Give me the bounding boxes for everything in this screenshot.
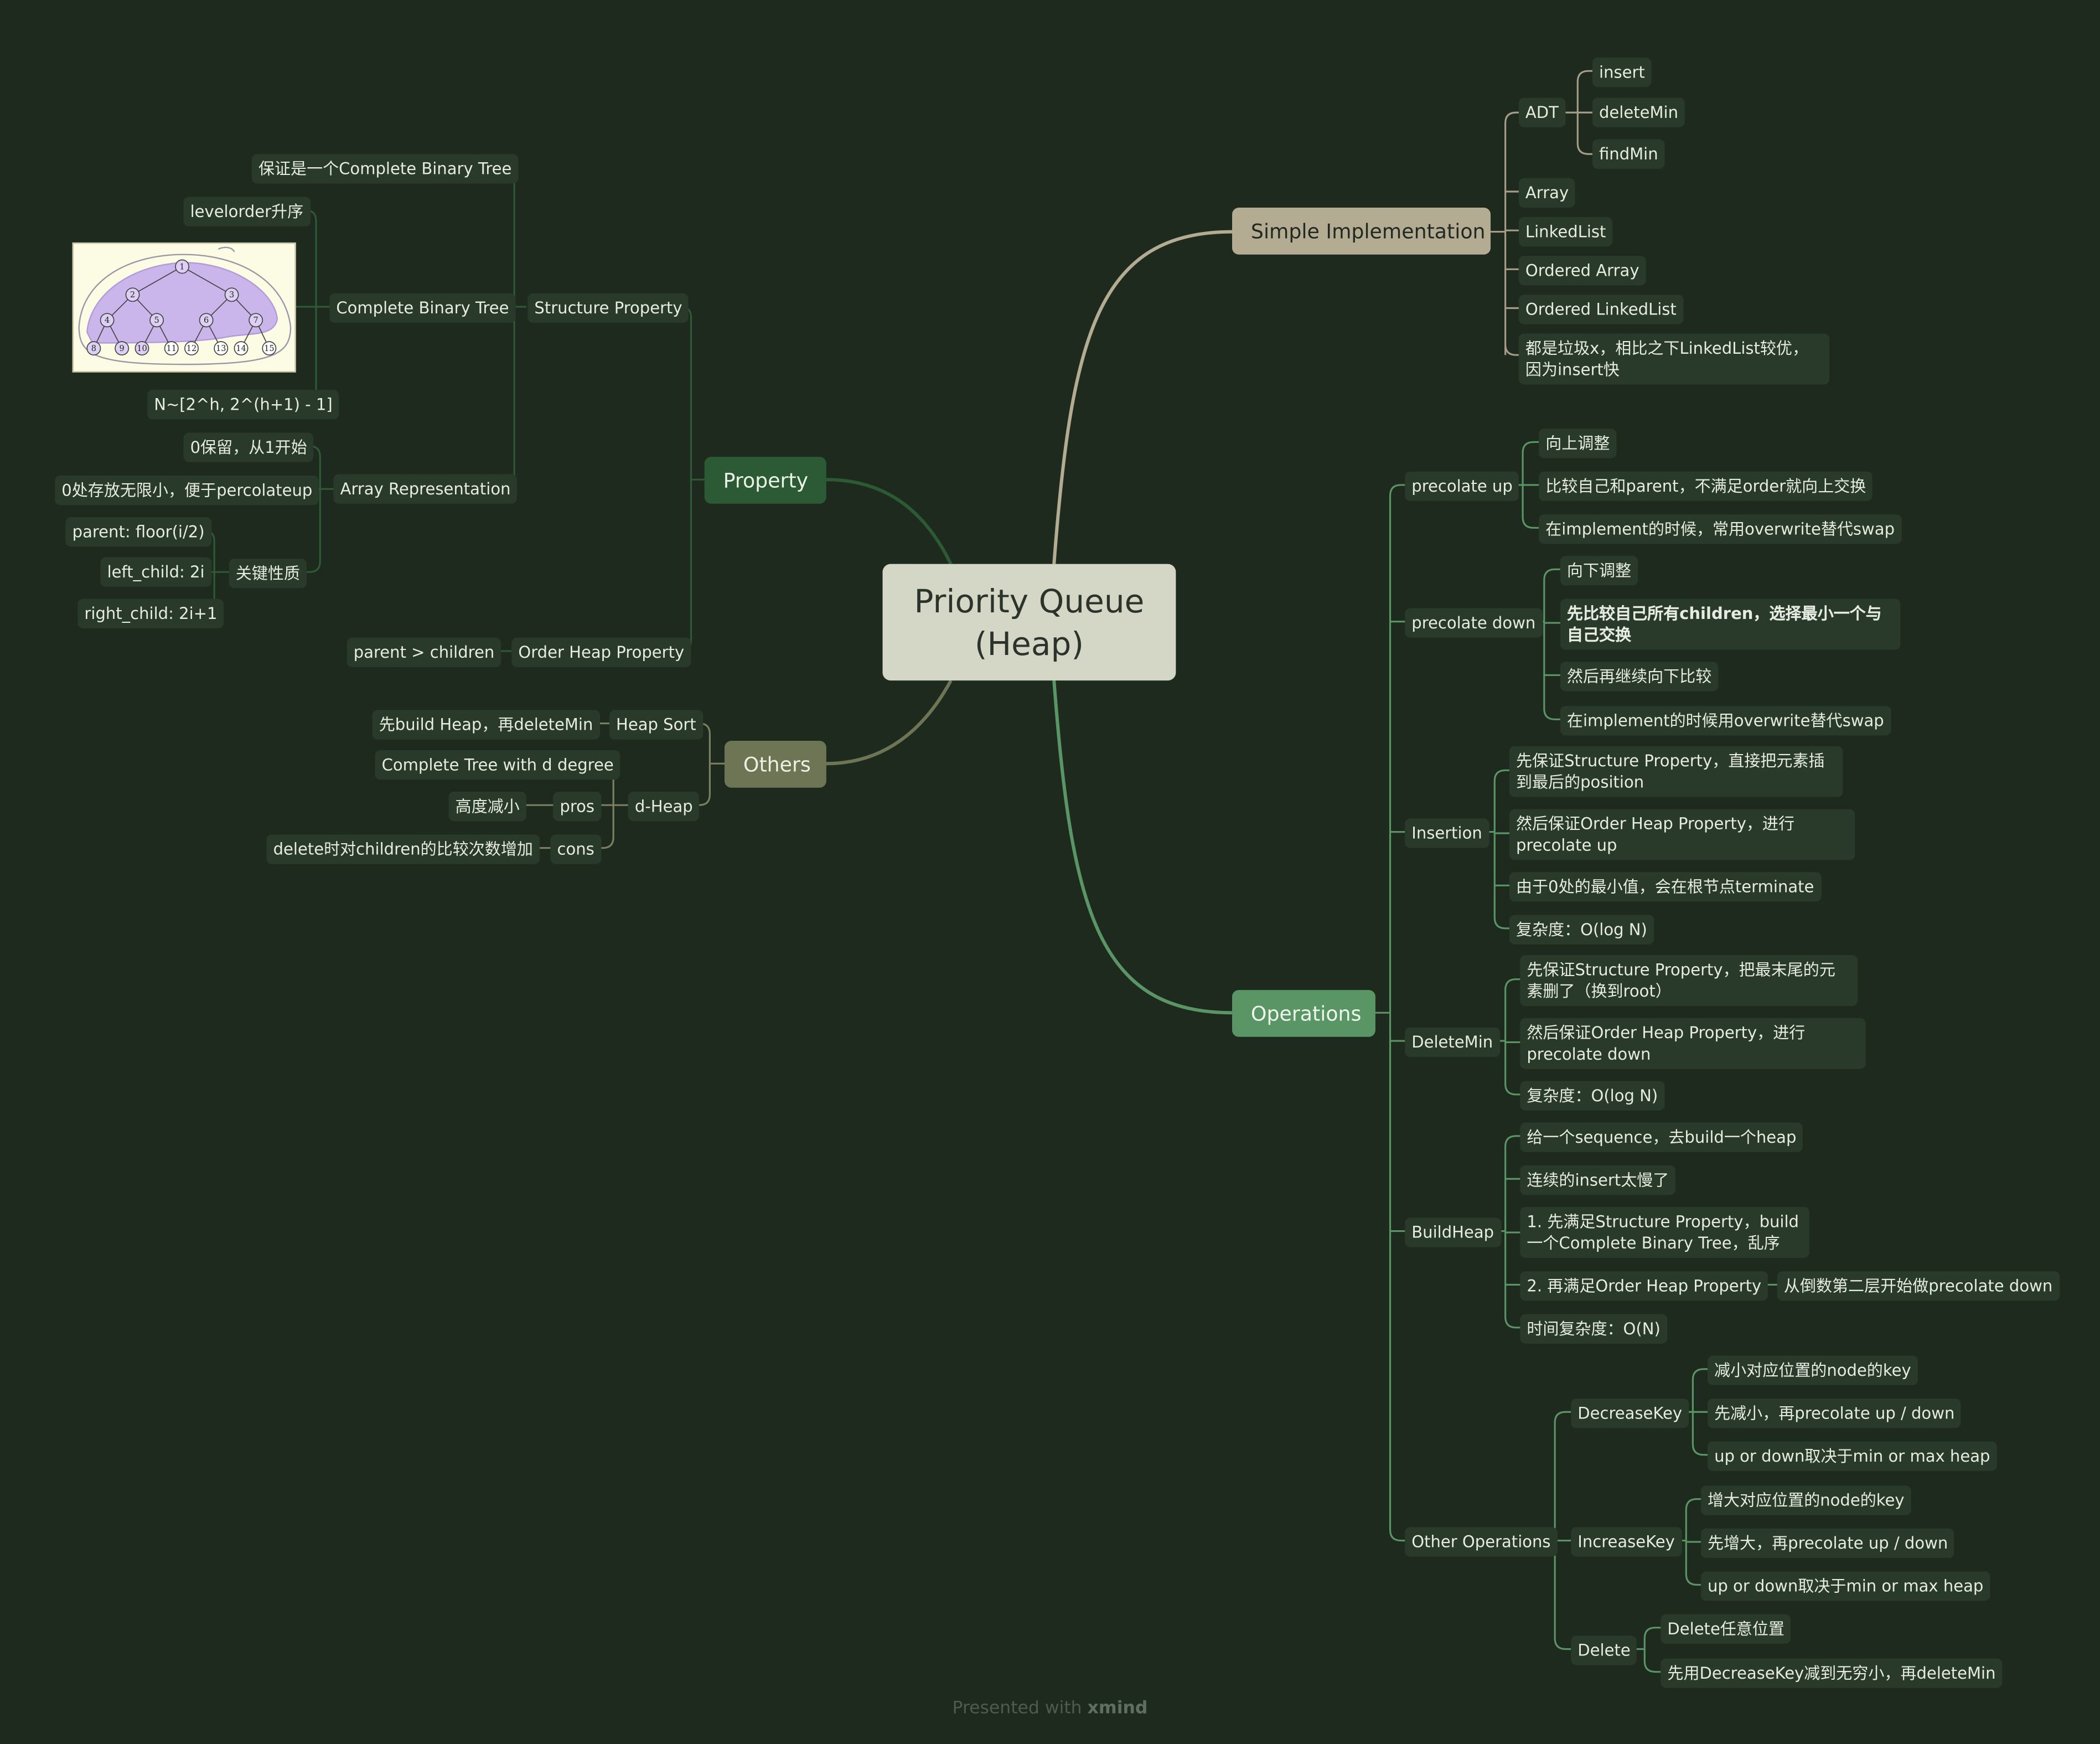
node-dk-item-1[interactable]: 减小对应位置的node的key [1707,1355,1918,1385]
node-linkedlist[interactable]: LinkedList [1518,216,1613,247]
node-pd-item-3[interactable]: 然后再继续向下比较 [1560,662,1719,692]
binary-tree-diagram: 1 2 3 4 5 6 7 8 9 10 11 12 13 14 15 [78,246,292,365]
node-bh-item-5[interactable]: 时间复杂度：O(N) [1520,1314,1667,1344]
node-precolate-up[interactable]: precolate up [1405,471,1519,501]
node-dm-item-2[interactable]: 然后保证Order Heap Property，进行precolate down [1520,1018,1866,1069]
svg-text:8: 8 [91,344,96,353]
node-order-heap-property[interactable]: Order Heap Property [511,637,691,667]
svg-text:6: 6 [204,316,209,325]
topic-property[interactable]: Property [704,457,826,504]
node-dk-item-2[interactable]: 先减小，再precolate up / down [1707,1399,1962,1428]
node-complete-binary-tree[interactable]: Complete Binary Tree [329,293,516,323]
node-pd-item-4[interactable]: 在implement的时候用overwrite替代swap [1560,706,1891,736]
node-pu-item-3[interactable]: 在implement的时候，常用overwrite替代swap [1539,514,1902,544]
node-pros[interactable]: pros [553,791,602,822]
node-del-item-2[interactable]: 先用DecreaseKey减到无穷小，再deleteMin [1661,1658,2003,1688]
node-parent-index[interactable]: parent: floor(i/2) [65,517,211,547]
node-dm-item-1[interactable]: 先保证Structure Property，把最末尾的元素删了（换到root） [1520,955,1858,1007]
node-heap-sort[interactable]: Heap Sort [609,710,703,740]
node-bh-item-3[interactable]: 1. 先满足Structure Property，build一个Complete… [1520,1207,1809,1258]
footer-prefix: Presented with [952,1699,1082,1719]
node-cbt-guarantee[interactable]: 保证是一个Complete Binary Tree [251,154,519,184]
svg-text:14: 14 [236,344,246,353]
svg-text:15: 15 [264,344,274,353]
node-findmin[interactable]: findMin [1592,139,1665,169]
topic-operations[interactable]: Operations [1232,990,1375,1037]
node-d-heap-detail[interactable]: Complete Tree with d degree [375,750,620,780]
topic-simple-implementation[interactable]: Simple Implementation [1232,208,1491,255]
node-deletemin-op[interactable]: DeleteMin [1405,1027,1500,1057]
node-decreasekey[interactable]: DecreaseKey [1571,1399,1689,1428]
binary-tree-image: 1 2 3 4 5 6 7 8 9 10 11 12 13 14 15 [72,242,296,373]
node-n-range[interactable]: N~[2^h, 2^(h+1) - 1] [147,390,339,420]
node-heap-sort-detail[interactable]: 先build Heap，再deleteMin [372,710,600,740]
node-bh-item-1[interactable]: 给一个sequence，去build一个heap [1520,1122,1803,1152]
svg-text:11: 11 [166,344,176,353]
node-key-properties[interactable]: 关键性质 [229,558,307,589]
node-precolate-down[interactable]: precolate down [1405,608,1543,638]
svg-text:4: 4 [105,316,110,325]
node-pd-item-1[interactable]: 向下调整 [1560,556,1638,586]
svg-text:3: 3 [229,291,234,300]
node-array[interactable]: Array [1518,178,1576,208]
node-pd-item-2[interactable]: 先比较自己所有children，选择最小一个与自己交换 [1560,598,1901,650]
node-right-child-index[interactable]: right_child: 2i+1 [77,598,224,628]
topic-others[interactable]: Others [725,741,826,788]
node-array-representation[interactable]: Array Representation [333,474,518,504]
node-dm-item-3[interactable]: 复杂度：O(log N) [1520,1081,1665,1111]
node-adt[interactable]: ADT [1518,97,1565,127]
root-title-line2: (Heap) [974,625,1084,663]
node-bh-item-4-detail[interactable]: 从倒数第二层开始做precolate down [1777,1271,2060,1301]
node-ik-item-1[interactable]: 增大对应位置的node的key [1700,1485,1911,1515]
svg-text:7: 7 [254,316,258,325]
svg-text:13: 13 [216,344,226,353]
svg-text:10: 10 [137,344,147,353]
node-ins-item-4[interactable]: 复杂度：O(log N) [1509,915,1654,945]
node-other-operations[interactable]: Other Operations [1405,1527,1558,1557]
svg-text:1: 1 [179,262,184,271]
node-deletemin[interactable]: deleteMin [1592,97,1685,127]
node-ik-item-3[interactable]: up or down取决于min or max heap [1700,1571,1990,1601]
node-d-heap[interactable]: d-Heap [628,791,700,822]
svg-text:5: 5 [154,316,159,325]
svg-text:12: 12 [187,344,196,353]
node-left-child-index[interactable]: left_child: 2i [100,557,211,587]
node-index-zero-reserved[interactable]: 0保留，从1开始 [183,432,314,462]
node-del-item-1[interactable]: Delete任意位置 [1661,1614,1792,1644]
node-delete[interactable]: Delete [1571,1635,1637,1665]
svg-text:9: 9 [120,344,125,353]
node-bh-item-4[interactable]: 2. 再满足Order Heap Property [1520,1271,1768,1301]
node-buildheap[interactable]: BuildHeap [1405,1217,1501,1247]
footer-branding: Presented with xmind [0,1699,2100,1719]
footer-brand: xmind [1087,1699,1148,1719]
node-insertion[interactable]: Insertion [1405,818,1489,848]
node-bh-item-2[interactable]: 连续的insert太慢了 [1520,1165,1676,1195]
node-ordered-array[interactable]: Ordered Array [1518,256,1646,286]
node-ins-item-1[interactable]: 先保证Structure Property，直接把元素插到最后的position [1509,746,1843,797]
root-topic[interactable]: Priority Queue (Heap) [882,564,1176,681]
node-pu-item-1[interactable]: 向上调整 [1539,429,1617,458]
node-pros-detail[interactable]: 高度减小 [448,791,526,822]
node-dk-item-3[interactable]: up or down取决于min or max heap [1707,1441,1997,1471]
node-insert[interactable]: insert [1592,58,1652,87]
node-structure-property[interactable]: Structure Property [527,293,689,323]
node-cons-detail[interactable]: delete时对children的比较次数增加 [266,834,540,864]
node-increasekey[interactable]: IncreaseKey [1571,1527,1682,1557]
node-cons[interactable]: cons [550,834,601,864]
svg-text:2: 2 [130,291,135,300]
node-ordered-linkedlist[interactable]: Ordered LinkedList [1518,295,1683,324]
node-ins-item-3[interactable]: 由于0处的最小值，会在根节点terminate [1509,872,1821,902]
node-ik-item-2[interactable]: 先增大，再precolate up / down [1700,1528,1955,1558]
node-impl-comment[interactable]: 都是垃圾x，相比之下LinkedList较优，因为insert快 [1518,333,1830,385]
node-levelorder[interactable]: levelorder升序 [183,197,311,226]
node-pu-item-2[interactable]: 比较自己和parent，不满足order就向上交换 [1539,471,1873,501]
node-index-zero-sentinel[interactable]: 0处存放无限小，便于percolateup [55,475,319,505]
node-ins-item-2[interactable]: 然后保证Order Heap Property，进行precolate up [1509,809,1855,860]
root-title-line1: Priority Queue [914,582,1145,620]
node-parent-gt-children[interactable]: parent > children [346,637,501,667]
